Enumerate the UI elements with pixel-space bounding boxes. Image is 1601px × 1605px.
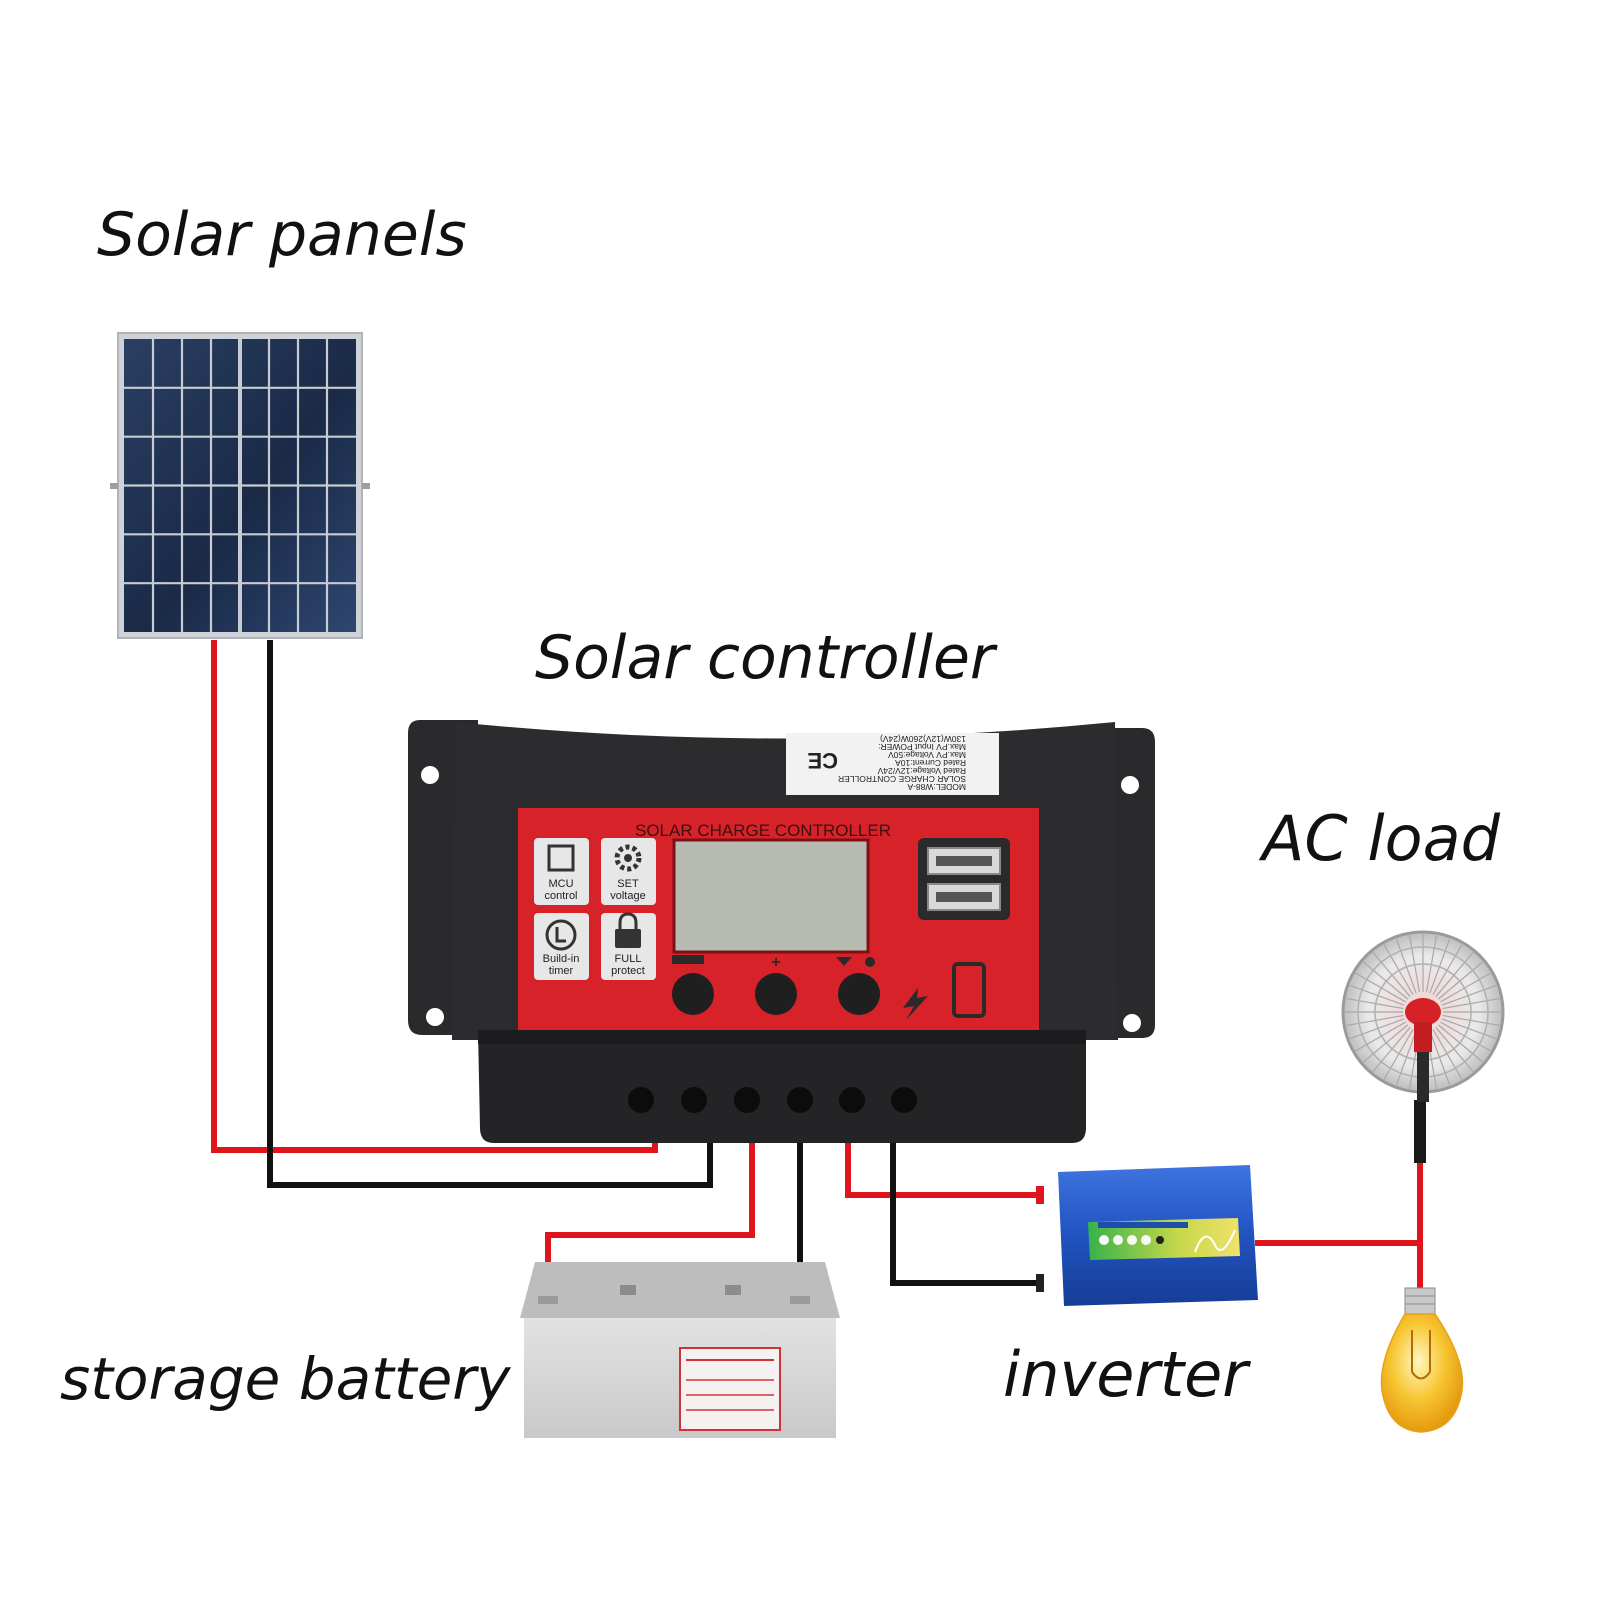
feature-timer: Build-in timer — [534, 913, 589, 980]
fan-image — [1341, 930, 1505, 1102]
solar-controller-label: Solar controller — [535, 623, 995, 693]
feature-full-protect: FULL protect — [601, 912, 656, 980]
spec-line-6: 130W(12V)260W(24V) — [880, 734, 966, 744]
spec-line-4: Max.PV Voltage:50V — [888, 750, 966, 760]
ac-load-label: AC load — [1262, 802, 1500, 875]
spec-line-5: Max.PV Input POWER: — [878, 742, 966, 752]
panel-positive-wire — [211, 640, 658, 1153]
storage-battery-label: storage battery — [60, 1345, 511, 1413]
spec-line-3: Rated Current:10A — [895, 758, 966, 768]
clock-icon — [545, 919, 577, 951]
plus-button[interactable] — [755, 973, 797, 1015]
inverter-front-panel — [1088, 1218, 1240, 1260]
feature-mcu-line2: control — [544, 890, 577, 902]
chip-icon — [547, 844, 575, 872]
gear-icon — [614, 844, 642, 872]
feature-mcu: MCU control — [534, 838, 589, 905]
feature-set-line1: SET — [617, 878, 639, 890]
spec-label: MODEL:W88-A SOLAR CHARGE CONTROLLER Rate… — [786, 733, 999, 795]
spec-line-1: SOLAR CHARGE CONTROLLER — [838, 774, 966, 784]
storage-battery-image — [520, 1262, 840, 1438]
feature-full-line1: FULL — [615, 953, 642, 965]
ce-mark: CE — [807, 748, 838, 773]
feature-timer-line1: Build-in — [543, 953, 580, 965]
controller-face-title: SOLAR CHARGE CONTROLLER — [635, 821, 891, 840]
menu-icon — [672, 955, 704, 964]
solar-panel — [110, 332, 370, 639]
feature-set-voltage: SET voltage — [601, 838, 656, 905]
spec-line-0: MODEL:W88-A — [907, 782, 966, 792]
minus-button[interactable] — [838, 973, 880, 1015]
solar-panels-label: Solar panels — [97, 200, 467, 270]
feature-timer-line2: timer — [549, 965, 574, 977]
solar-charge-controller: MODEL:W88-A SOLAR CHARGE CONTROLLER Rate… — [408, 720, 1155, 1143]
inverter-negative-wire — [890, 1142, 1040, 1286]
panel-negative-wire — [267, 640, 713, 1188]
panel-cell-grid — [124, 339, 356, 632]
light-bulb-image — [1380, 1287, 1464, 1433]
feature-mcu-line1: MCU — [548, 878, 573, 890]
inverter-label: inverter — [1003, 1338, 1248, 1411]
inverter-positive-wire — [845, 1142, 1040, 1198]
feature-full-line2: protect — [611, 965, 645, 977]
menu-button[interactable] — [672, 973, 714, 1015]
lock-icon — [615, 912, 641, 948]
lcd-screen — [672, 838, 870, 954]
spec-line-2: Rated Voltage:12V/24V — [877, 766, 966, 776]
terminal-holes — [628, 1087, 917, 1113]
phone-icon — [952, 962, 986, 1018]
minus-icon — [836, 957, 852, 966]
wiring — [211, 640, 1426, 1298]
usb-ports — [918, 838, 1010, 920]
battery-warning-label — [679, 1347, 781, 1431]
feature-set-line2: voltage — [610, 890, 645, 902]
inverter-image — [1036, 1165, 1258, 1306]
plus-icon: + — [771, 954, 780, 971]
lightning-icon — [903, 988, 928, 1020]
